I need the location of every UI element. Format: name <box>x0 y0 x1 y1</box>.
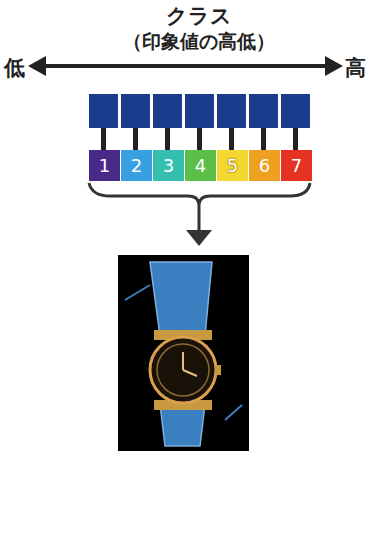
high-label: 高 <box>345 54 366 82</box>
class-box: 6 <box>249 150 280 181</box>
class-box: 5 <box>217 150 248 181</box>
watch-photo <box>118 255 249 451</box>
scale-arrow <box>28 56 343 76</box>
title: クラス <box>166 2 232 30</box>
stems <box>101 128 298 150</box>
class-number: 1 <box>99 157 110 175</box>
class-box: 1 <box>89 150 120 181</box>
class-box: 3 <box>153 150 184 181</box>
class-number: 2 <box>131 157 142 175</box>
class-squares <box>89 94 310 128</box>
class-number: 4 <box>195 157 206 175</box>
bracket-arrow <box>89 183 310 232</box>
class-number: 5 <box>227 157 238 175</box>
down-arrowhead <box>186 230 212 246</box>
class-box: 2 <box>121 150 152 181</box>
class-box: 4 <box>185 150 216 181</box>
class-number: 7 <box>291 157 302 175</box>
low-label: 低 <box>4 54 25 82</box>
class-number: 3 <box>163 157 174 175</box>
class-number: 6 <box>259 157 270 175</box>
subtitle: （印象値の高低） <box>123 29 275 55</box>
class-box: 7 <box>281 150 312 181</box>
